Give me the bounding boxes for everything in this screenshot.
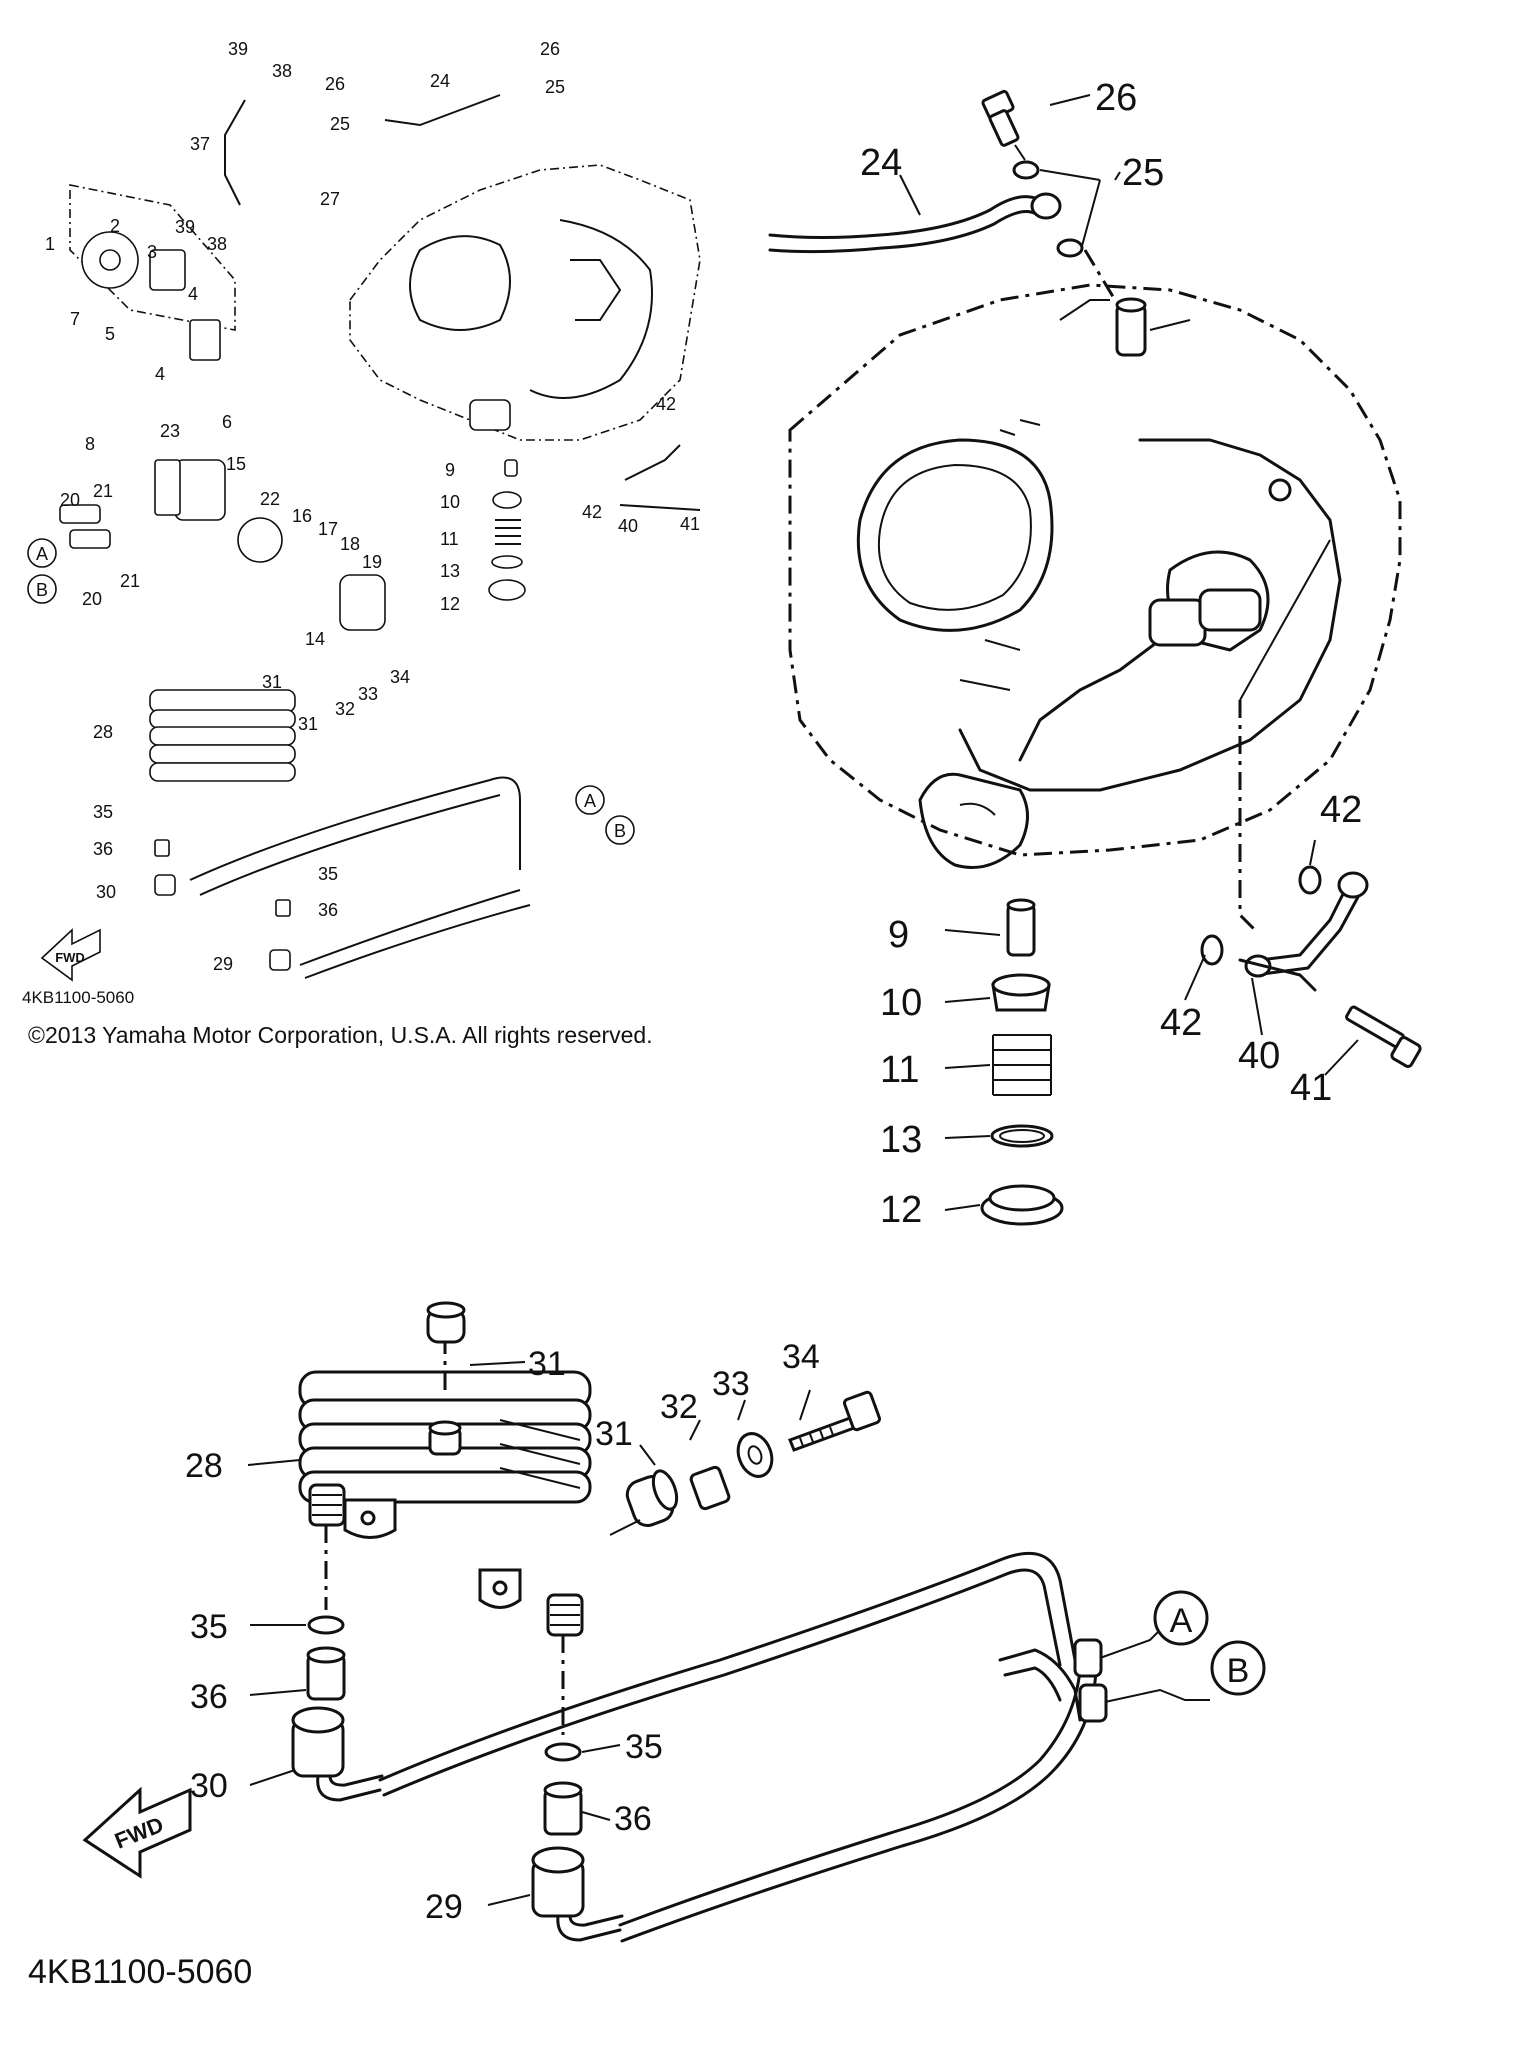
part-label: 36 (614, 1800, 652, 1838)
part-label: 35 (93, 802, 113, 822)
connector-a-label: A (36, 544, 48, 564)
part-label: 14 (305, 629, 325, 649)
part-label: 29 (425, 1888, 463, 1926)
part-label: 12 (440, 594, 460, 614)
fwd-arrow-label: FWD (55, 950, 85, 965)
part-label: 2 (110, 216, 120, 236)
part-label: 24 (860, 142, 902, 184)
part-label: 15 (226, 454, 246, 474)
part-label: 42 (1160, 1002, 1202, 1044)
part-label: 38 (207, 234, 227, 254)
part-label: 35 (625, 1728, 663, 1766)
part-label: 20 (60, 490, 80, 510)
part-label: 36 (190, 1678, 228, 1716)
part-label: 42 (582, 502, 602, 522)
part-label: 39 (175, 217, 195, 237)
part-label: 26 (540, 39, 560, 59)
part-label: 27 (320, 189, 340, 209)
connector-b-label: B (1227, 1652, 1250, 1690)
part-label: 42 (656, 394, 676, 414)
oil-cooler-detail: A B FWD 4KB1100-5060 28 31 31 32 33 34 3… (28, 1301, 1266, 1991)
part-label: 35 (190, 1608, 228, 1646)
part-label: 30 (190, 1767, 228, 1805)
part-label: 38 (272, 61, 292, 81)
part-label: 6 (222, 412, 232, 432)
part-label: 35 (318, 864, 338, 884)
part-label: 23 (160, 421, 180, 441)
connector-b-label: B (614, 821, 626, 841)
part-label: 31 (298, 714, 318, 734)
part-label: 17 (318, 519, 338, 539)
part-label: 36 (93, 839, 113, 859)
diagram-code: 4KB1100-5060 (28, 1953, 252, 1991)
part-label: 10 (880, 982, 922, 1024)
part-label: 42 (1320, 789, 1362, 831)
part-label: 26 (1095, 77, 1137, 119)
part-label: 24 (430, 71, 450, 91)
part-label: 11 (880, 1049, 919, 1091)
part-label: 7 (70, 309, 80, 329)
part-label: 4 (155, 364, 165, 384)
diagram-code: 4KB1100-5060 (22, 988, 134, 1007)
part-label: 32 (335, 699, 355, 719)
part-label: 41 (680, 514, 700, 534)
part-label: 32 (660, 1388, 698, 1426)
part-label: 13 (880, 1119, 922, 1161)
part-label: 1 (45, 234, 55, 254)
part-label: 5 (105, 324, 115, 344)
part-label: 22 (260, 489, 280, 509)
part-label: 31 (262, 672, 282, 692)
part-label: 10 (440, 492, 460, 512)
part-label: 29 (213, 954, 233, 974)
part-label: 13 (440, 561, 460, 581)
part-label: 12 (880, 1189, 922, 1231)
connector-a-label: A (1170, 1602, 1193, 1640)
part-label: 33 (358, 684, 378, 704)
part-label: 30 (96, 882, 116, 902)
part-label: 16 (292, 506, 312, 526)
part-label: 28 (93, 722, 113, 742)
part-label: 31 (595, 1415, 633, 1453)
part-label: 39 (228, 39, 248, 59)
part-label: 9 (445, 460, 455, 480)
fwd-arrow-icon (82, 1786, 192, 1879)
part-label: 41 (1290, 1067, 1332, 1109)
part-label: 40 (1238, 1035, 1280, 1077)
part-label: 31 (528, 1345, 566, 1383)
part-label: 33 (712, 1365, 750, 1403)
part-label: 40 (618, 516, 638, 536)
part-label: 11 (440, 529, 459, 549)
part-label: 18 (340, 534, 360, 554)
part-label: 36 (318, 900, 338, 920)
part-label: 37 (190, 134, 210, 154)
part-label: 8 (85, 434, 95, 454)
part-label: 25 (330, 114, 350, 134)
connector-b-label: B (36, 580, 48, 600)
part-label: 4 (188, 284, 198, 304)
part-label: 26 (325, 74, 345, 94)
part-label: 19 (362, 552, 382, 572)
overview-thumbnail: A B A B FWD 4KB1100-5060 1 2 3 4 4 5 6 7… (22, 39, 701, 1007)
part-label: 3 (147, 242, 157, 262)
part-label: 28 (185, 1447, 223, 1485)
part-label: 34 (390, 667, 410, 687)
part-label: 25 (1122, 152, 1164, 194)
copyright-notice: ©2013 Yamaha Motor Corporation, U.S.A. A… (28, 1022, 653, 1048)
part-label: 9 (888, 914, 909, 956)
part-label: 21 (93, 481, 113, 501)
connector-a-label: A (584, 791, 596, 811)
engine-case-detail: 24 25 26 9 10 11 13 12 42 42 40 41 (768, 77, 1422, 1231)
part-label: 25 (545, 77, 565, 97)
part-label: 21 (120, 571, 140, 591)
part-label: 34 (782, 1338, 820, 1376)
part-label: 20 (82, 589, 102, 609)
